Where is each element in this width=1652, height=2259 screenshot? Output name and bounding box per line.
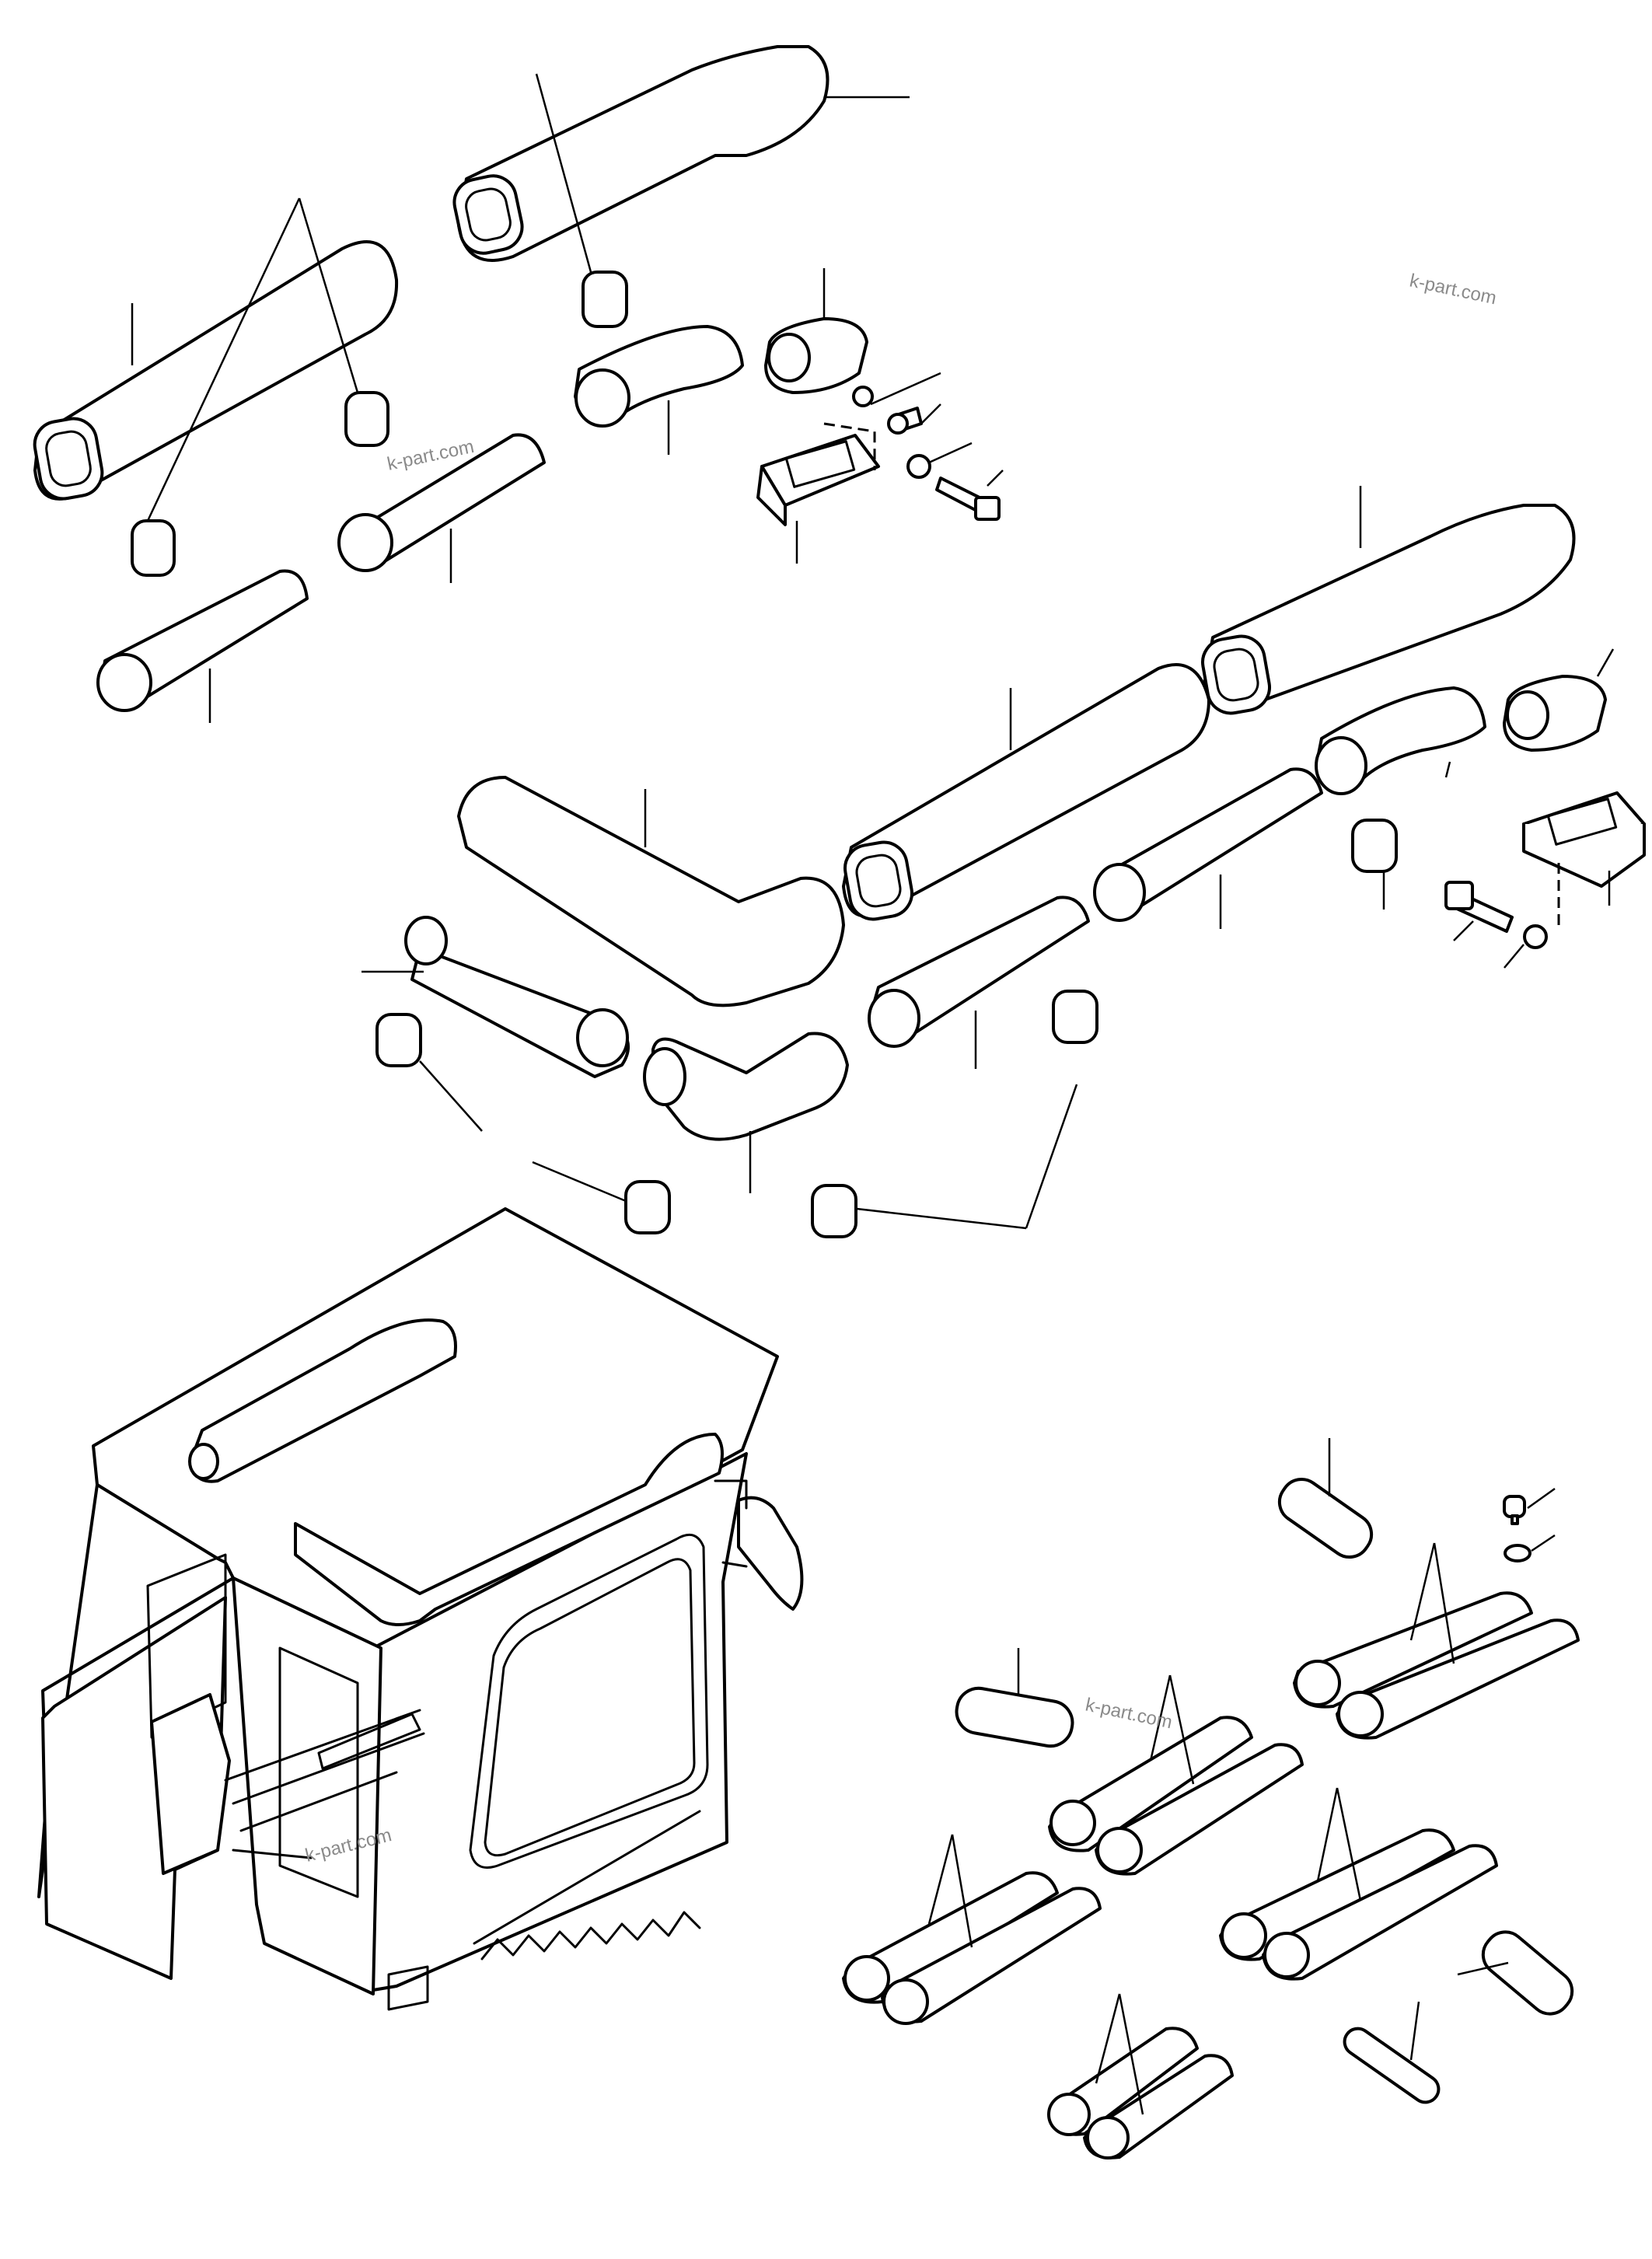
washer: [1523, 924, 1548, 949]
twin-duct: [1293, 1591, 1580, 1740]
mounting-bracket: [1522, 791, 1646, 888]
cab-assembly: [37, 1207, 804, 2011]
cab-side-duct: [294, 1433, 724, 1626]
washer: [906, 454, 931, 479]
hose-straight: [404, 916, 630, 1078]
gasket: [1481, 1930, 1574, 2016]
cab-floor-duct: [473, 1810, 701, 1960]
lower-right-duct-group: [842, 1438, 1580, 2159]
screw: [1503, 1495, 1526, 1525]
cab-side-vent: [714, 1479, 804, 1611]
vent-outlet: [764, 317, 868, 394]
watermark-text: k-part.com: [1408, 270, 1498, 309]
duct-long-middle: [842, 663, 1210, 921]
seal-ring: [375, 1013, 422, 1067]
hose-straight: [96, 569, 309, 712]
hose-elbow: [1315, 686, 1486, 795]
gasket: [1277, 1477, 1374, 1559]
duct-long-left: [33, 240, 399, 501]
twin-duct: [1047, 2027, 1234, 2159]
cab-hvac-unit: [150, 1693, 425, 1875]
hose-straight: [1093, 767, 1323, 922]
seal-ring: [624, 1180, 671, 1234]
bolt: [935, 477, 1001, 521]
cab-top-duct: [188, 1318, 457, 1483]
hose-straight: [868, 896, 1090, 1048]
seal-ring: [811, 1184, 857, 1238]
seal-ring: [131, 519, 176, 577]
vent-outlet: [1503, 675, 1607, 752]
cab-step: [387, 1965, 429, 2011]
hose-straight: [337, 433, 546, 572]
seal-ring: [1052, 990, 1098, 1044]
duct-bent-right: [1201, 504, 1576, 715]
bolt: [1444, 881, 1514, 933]
seal-ring: [582, 271, 628, 328]
twin-duct: [1048, 1716, 1304, 1876]
seal-ring: [344, 391, 389, 447]
upper-left-duct-group: [33, 45, 1004, 723]
washer: [1504, 1544, 1532, 1562]
duct-bent-top: [452, 45, 829, 262]
seal-ring: [1351, 819, 1398, 873]
mounting-bracket: [756, 434, 880, 526]
twin-duct: [842, 1871, 1102, 2025]
elbow-fitting: [643, 1032, 849, 1141]
gasket: [1343, 2027, 1441, 2104]
callout-leaders: [927, 1438, 1556, 2115]
callout-leaders: [131, 73, 1004, 723]
watermark-text: k-part.com: [1084, 1694, 1174, 1733]
assembly-dash-line: [823, 422, 876, 470]
screw: [887, 407, 923, 435]
callout-leaders: [361, 486, 1615, 1230]
washer: [852, 386, 874, 407]
hose-elbow: [574, 325, 744, 428]
middle-duct-group: [361, 486, 1646, 1238]
twin-duct: [1219, 1828, 1498, 1981]
duct-l-shape: [457, 776, 845, 1007]
gasket: [955, 1686, 1074, 1748]
